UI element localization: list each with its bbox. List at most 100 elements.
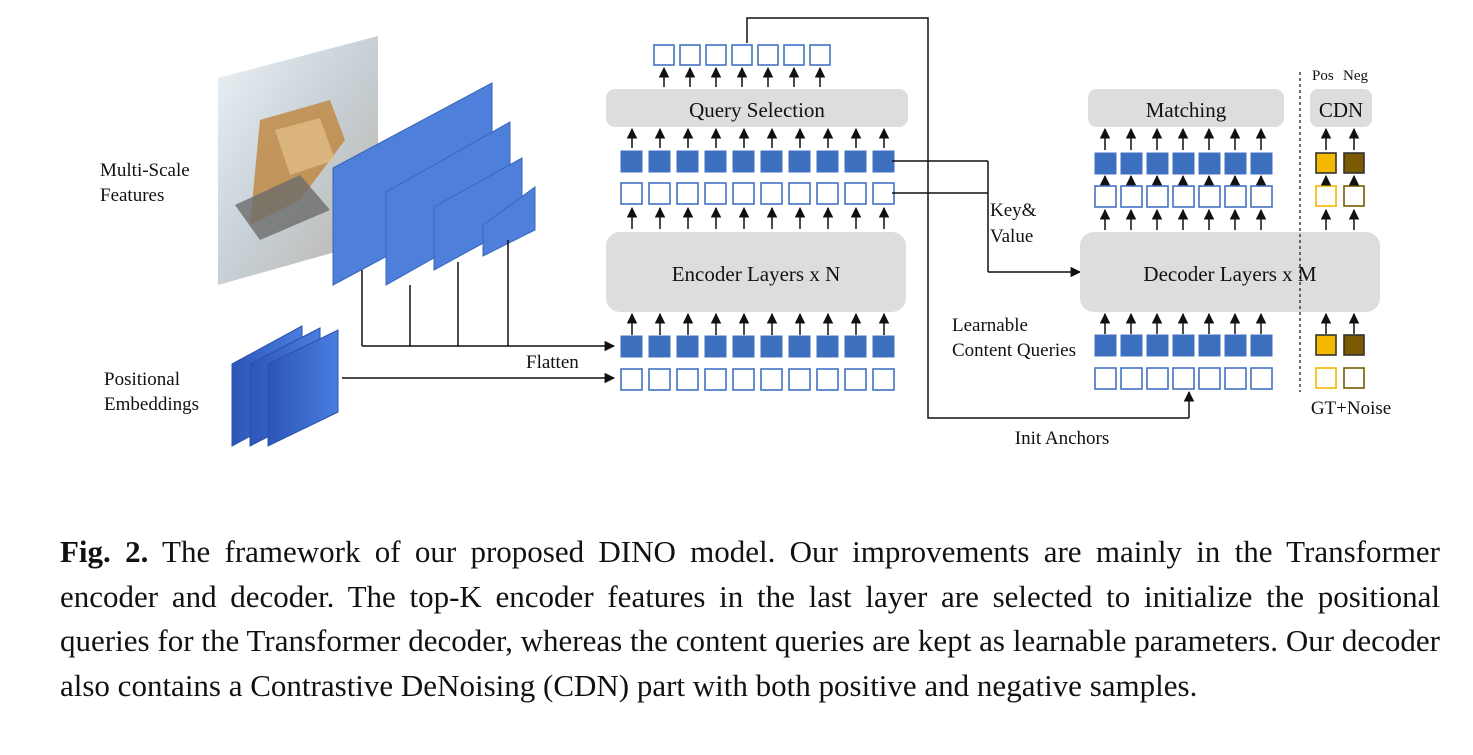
figure-caption: Fig. 2. The framework of our proposed DI… [60,530,1440,708]
neg-label: Neg [1343,68,1368,84]
learnable-label-2: Content Queries [952,340,1076,361]
content-token [872,335,895,358]
positive-query-token [1315,367,1337,389]
positional-token [648,182,671,205]
dino-framework-diagram: Multi-Scale Features Flatten Positional … [100,17,1391,449]
positive-query-token [1315,334,1337,356]
content-token [872,150,895,173]
content-token [1094,334,1117,357]
positional-token [676,182,699,205]
content-token [788,150,811,173]
positional-token [704,368,727,391]
content-token [732,335,755,358]
positional-token [704,182,727,205]
positional-token [676,368,699,391]
topk-token [731,44,753,66]
content-token [1120,152,1143,175]
content-token [704,150,727,173]
decoder-block-arrows [1099,208,1267,230]
decoder-input-arrows [1099,312,1267,334]
content-token [1198,152,1221,175]
positive-query-token [1315,185,1337,207]
positional-token [1146,367,1169,390]
content-token [732,150,755,173]
key-value-label-2: Value [990,226,1033,247]
content-token [1172,334,1195,357]
positional-token [620,368,643,391]
feature-map-stack [332,82,536,286]
content-token [844,150,867,173]
decoder-output-arrows [1099,174,1267,186]
positional-token [1224,185,1247,208]
positional-token [1120,367,1143,390]
content-token [676,150,699,173]
decoder-output-content-tokens [1094,152,1273,175]
encoder-input-positional-tokens [620,368,895,391]
positional-label-1: Positional [104,369,180,390]
content-token [788,335,811,358]
positional-token [844,368,867,391]
encoder-block [606,232,906,312]
encoder-output-content-tokens [620,150,895,173]
content-token [1120,334,1143,357]
positional-token [872,368,895,391]
content-token [1224,152,1247,175]
positional-token [732,368,755,391]
cdn-block [1310,89,1372,127]
feature-map-4 [482,186,536,257]
input-image [218,36,378,285]
cdn-query-tokens [1315,127,1365,389]
encoder-topk-arrows [658,66,826,87]
positional-token [816,368,839,391]
positional-token [788,182,811,205]
flatten-connectors [361,240,616,352]
topk-token [757,44,779,66]
matching-block [1088,89,1284,127]
topk-token [783,44,805,66]
content-token [1146,152,1169,175]
encoder-label: Encoder Layers x N [672,262,841,286]
key-value-connector [892,160,1082,278]
positional-token [760,368,783,391]
content-token [760,335,783,358]
positional-token [1224,367,1247,390]
content-token [648,150,671,173]
negative-query-token [1343,334,1365,356]
topk-token [809,44,831,66]
flatten-label: Flatten [526,352,579,373]
positional-token [872,182,895,205]
query-selection-label: Query Selection [689,98,825,122]
positional-token [1198,185,1221,208]
figure-number: Fig. 2. [60,534,149,569]
gt-noise-label: GT+Noise [1311,398,1391,419]
positional-token [760,182,783,205]
topk-token [679,44,701,66]
positional-embeddings [231,325,339,447]
decoder-input-positional-tokens [1094,367,1273,390]
init-anchors-label: Init Anchors [1015,428,1109,449]
caption-text: The framework of our proposed DINO model… [60,534,1440,703]
positional-token [648,368,671,391]
negative-query-token [1343,152,1365,174]
content-token [1146,334,1169,357]
content-token [620,150,643,173]
key-value-label-1: Key& [990,200,1037,221]
positional-token [816,182,839,205]
positional-token [1146,185,1169,208]
decoder-label: Decoder Layers x M [1143,262,1317,286]
matching-label: Matching [1146,98,1227,122]
multi-scale-label-1: Multi-Scale [100,160,190,181]
positional-token [1094,185,1117,208]
content-token [1250,334,1273,357]
content-token [704,335,727,358]
content-token [676,335,699,358]
positional-token [1172,185,1195,208]
positional-token [1094,367,1117,390]
content-token [1172,152,1195,175]
positional-token [788,368,811,391]
content-token [648,335,671,358]
encoder-input-arrows [626,312,890,335]
decoder-input-content-tokens [1094,334,1273,357]
positional-token [1250,367,1273,390]
positional-token [1198,367,1221,390]
